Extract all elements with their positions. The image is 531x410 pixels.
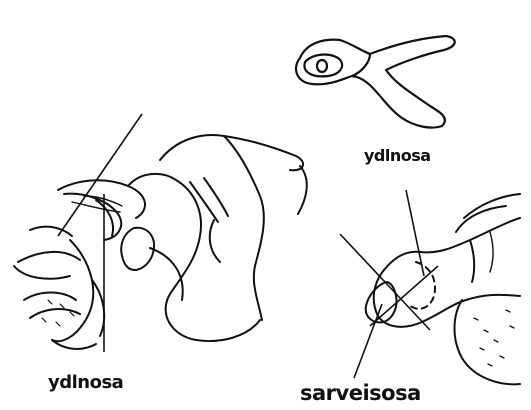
hand-trimming-nail-drawing <box>14 135 307 349</box>
label-hand: ydlnosa <box>48 372 123 393</box>
nail-clipper-drawing <box>296 36 455 128</box>
toe-drawing <box>366 194 520 384</box>
label-toe: sarveisosa <box>300 381 421 405</box>
hand-pointer-lines <box>58 114 142 352</box>
toe-pointer-lines <box>340 190 438 378</box>
label-clipper: ydlnosa <box>364 146 431 165</box>
